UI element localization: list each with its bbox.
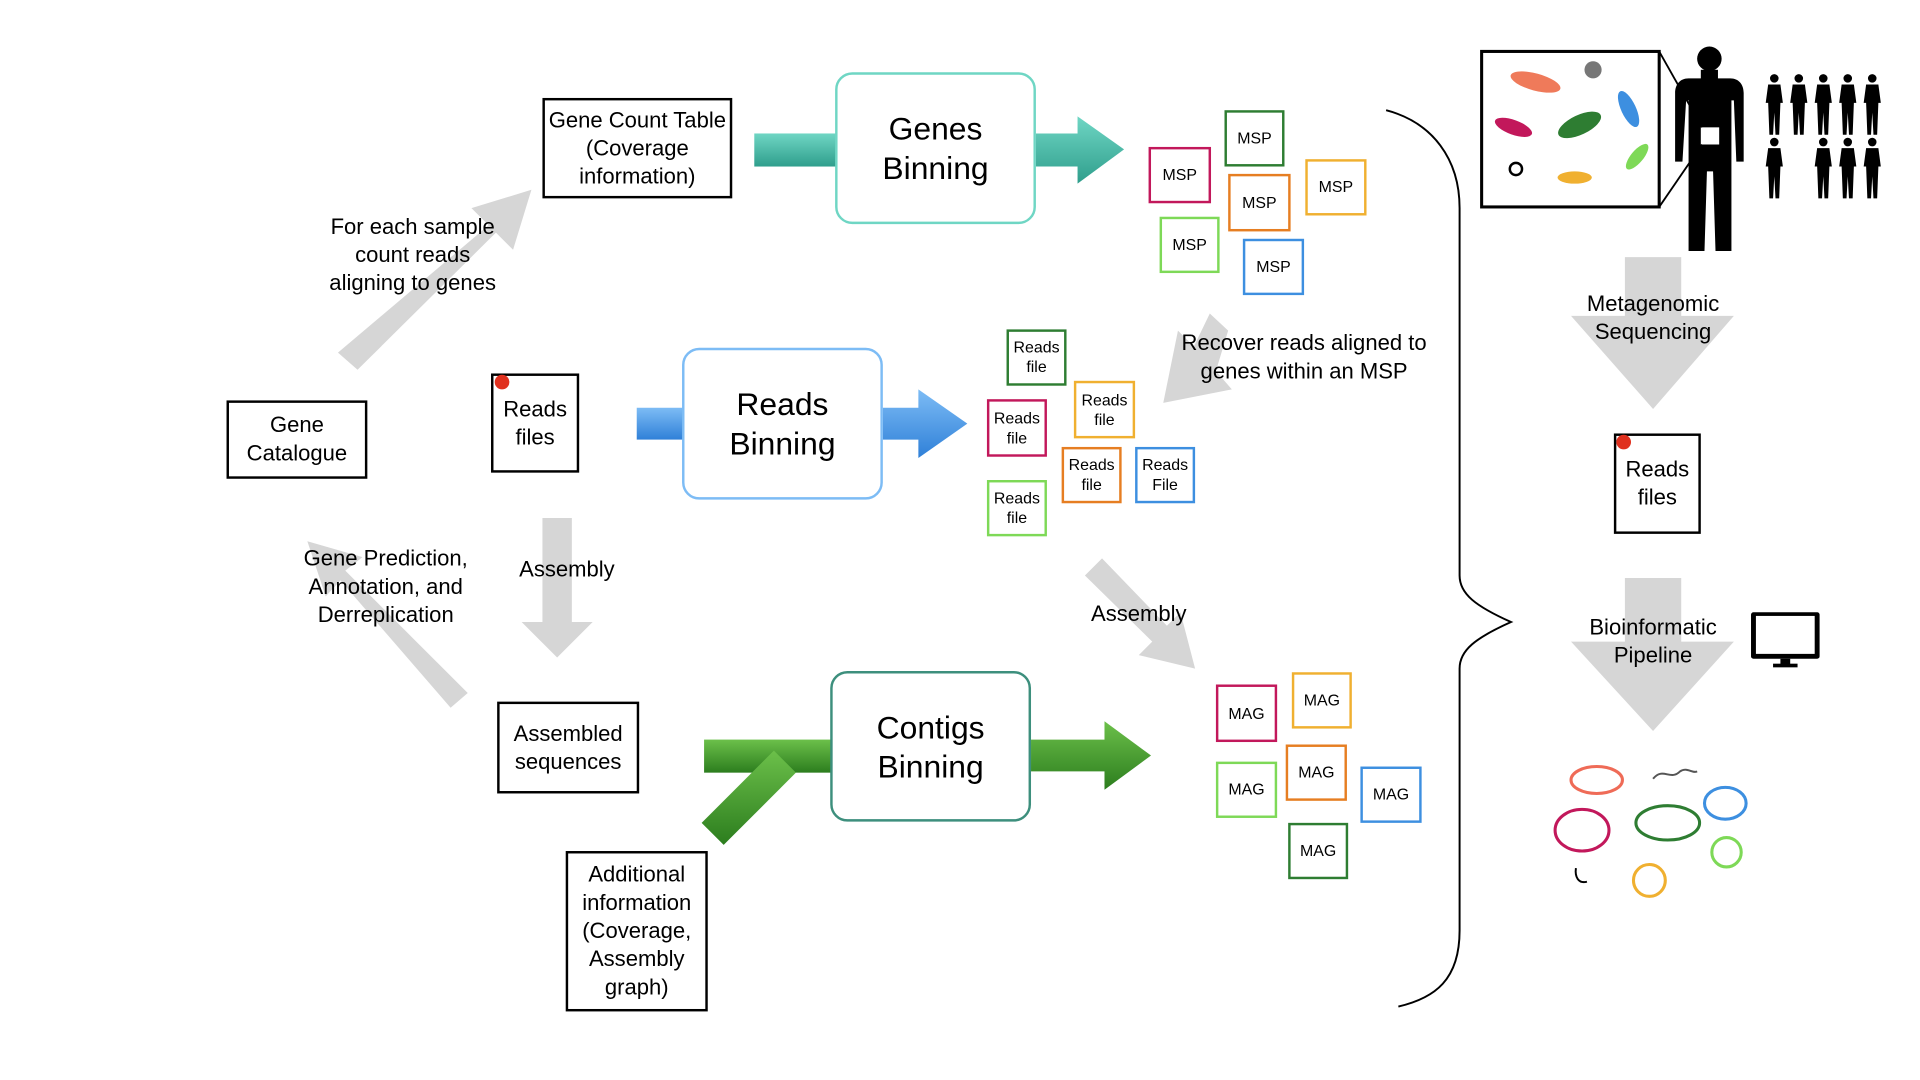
reads-file-box: Reads file xyxy=(1073,380,1136,439)
reads-file-box-label: Reads file xyxy=(1081,390,1128,428)
reads-file-box: Reads file xyxy=(986,480,1047,537)
contigs-binning-box: Contigs Binning xyxy=(830,671,1032,822)
marker-dot xyxy=(1616,434,1632,450)
msp-box-label: MSP xyxy=(1318,177,1354,196)
reads-file-box: Reads File xyxy=(1135,446,1196,504)
genes-binning-input-arrow xyxy=(754,133,838,167)
reads-file-box-label: Reads file xyxy=(993,488,1040,527)
zoom-line-top xyxy=(1658,50,1703,128)
reads-files-right-label: Reads files xyxy=(1625,456,1690,510)
genes-binning-output-arrow xyxy=(1035,116,1125,184)
mag-box-label: MAG xyxy=(1228,703,1265,722)
human-silhouette-icon xyxy=(1675,46,1744,252)
recover-reads-label: Recover reads aligned to genes within an… xyxy=(1181,330,1427,384)
mag-box: MAG xyxy=(1288,822,1349,880)
gut-microbes-icon xyxy=(1494,61,1649,184)
population-icon xyxy=(1765,74,1881,199)
contigs-binning-label: Contigs Binning xyxy=(876,708,985,785)
msp-box-label: MSP xyxy=(1162,165,1198,184)
msp-box-label: MSP xyxy=(1242,192,1277,212)
genome-bins-icon xyxy=(1553,765,1748,898)
mag-box-label: MAG xyxy=(1372,784,1410,804)
bioinformatic-pipeline-label: Bioinformatic Pipeline xyxy=(1589,614,1717,668)
metagenomic-sequencing-arrow xyxy=(1571,257,1734,409)
reads-file-box: Reads file xyxy=(1061,446,1122,504)
reads-files-left-label: Reads files xyxy=(503,396,567,449)
grouping-brace xyxy=(1385,109,1514,1008)
reads-file-box-label: Reads File xyxy=(1142,455,1189,494)
reads-file-box: Reads file xyxy=(986,399,1047,457)
msp-box: MSP xyxy=(1159,216,1220,274)
gene-prediction-label: Gene Prediction, Annotation, and Derrepl… xyxy=(303,546,468,627)
msp-box: MSP xyxy=(1148,146,1212,204)
mag-box: MAG xyxy=(1215,761,1278,818)
reads-binning-box: Reads Binning xyxy=(682,347,883,500)
gene-prediction-arrow xyxy=(307,541,468,708)
mag-box-label: MAG xyxy=(1228,780,1265,799)
contigs-binning-output-arrow xyxy=(1031,721,1152,790)
metagenomic-sequencing-label: Metagenomic Sequencing xyxy=(1586,291,1720,345)
genes-binning-box: Genes Binning xyxy=(835,72,1036,225)
bioinformatic-pipeline-arrow xyxy=(1571,577,1734,732)
additional-information-label: Additional information (Coverage, Assemb… xyxy=(582,862,692,1000)
msp-box: MSP xyxy=(1224,110,1285,167)
assembled-sequences-label: Assembled sequences xyxy=(513,720,623,774)
zoom-line-bottom xyxy=(1658,143,1703,208)
additional-info-arrow xyxy=(701,750,796,845)
mag-box-label: MAG xyxy=(1303,690,1340,709)
mag-box: MAG xyxy=(1291,672,1352,729)
marker-dot xyxy=(494,374,510,390)
msp-box-label: MSP xyxy=(1172,235,1207,254)
reads-file-box: Reads file xyxy=(1006,329,1067,386)
gene-catalogue-node: Gene Catalogue xyxy=(226,400,368,479)
assembly-diagonal-arrow xyxy=(1084,558,1196,669)
msp-box-label: MSP xyxy=(1237,128,1272,147)
msp-box: MSP xyxy=(1305,159,1367,216)
reads-files-left-node: Reads files xyxy=(491,373,580,473)
additional-information-node: Additional information (Coverage, Assemb… xyxy=(565,851,708,1012)
assembly-down-arrow xyxy=(521,517,593,658)
msp-box-label: MSP xyxy=(1256,257,1291,276)
reads-binning-input-arrow xyxy=(636,407,684,440)
count-reads-label: For each sample count reads aligning to … xyxy=(329,214,496,296)
gene-count-table-label: Gene Count Table (Coverage information) xyxy=(548,107,726,188)
computer-monitor-icon xyxy=(1751,612,1820,668)
genes-binning-label: Genes Binning xyxy=(882,110,989,187)
count-reads-arrow xyxy=(337,189,532,370)
mag-box: MAG xyxy=(1215,684,1278,743)
assembly-left-label: Assembly xyxy=(519,557,615,582)
mag-box-label: MAG xyxy=(1300,841,1337,860)
gene-catalogue-label: Gene Catalogue xyxy=(246,412,348,466)
reads-file-box-label: Reads file xyxy=(1068,455,1115,494)
mag-box-label: MAG xyxy=(1298,762,1335,782)
reads-files-right-node: Reads files xyxy=(1613,433,1701,534)
msp-box: MSP xyxy=(1242,238,1305,296)
recover-reads-arrow xyxy=(1163,313,1232,403)
reads-file-box-label: Reads file xyxy=(993,408,1040,447)
assembly-mid-label: Assembly xyxy=(1091,601,1187,626)
reads-binning-output-arrow xyxy=(882,389,968,458)
reads-binning-label: Reads Binning xyxy=(729,385,836,462)
mag-box: MAG xyxy=(1285,744,1347,801)
msp-box: MSP xyxy=(1228,173,1291,232)
mag-box: MAG xyxy=(1360,766,1422,823)
reads-file-box-label: Reads file xyxy=(1013,337,1060,376)
gene-count-table-node: Gene Count Table (Coverage information) xyxy=(542,97,733,199)
assembled-sequences-node: Assembled sequences xyxy=(497,701,640,794)
